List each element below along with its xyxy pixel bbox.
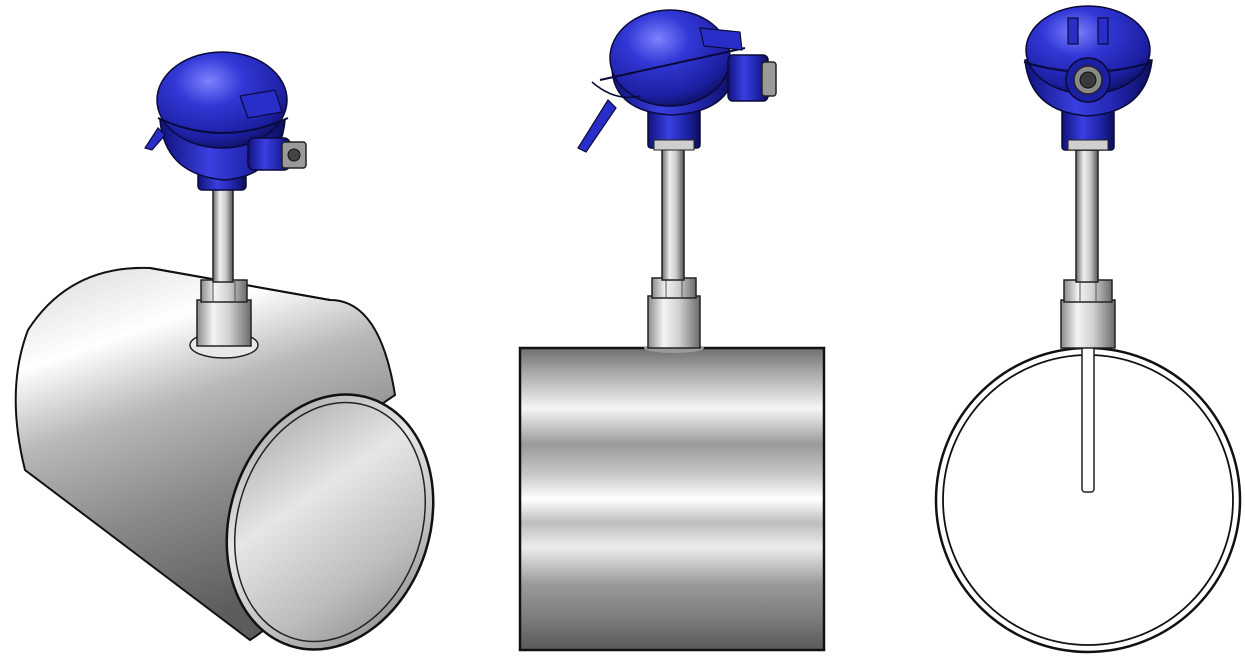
head-dome <box>609 9 731 107</box>
pipe-body <box>518 346 826 652</box>
thermowell-probe <box>1081 345 1095 493</box>
compression-fitting <box>647 295 701 349</box>
compression-fitting <box>196 299 252 347</box>
front-view <box>518 9 826 652</box>
pipe-open-end <box>225 393 435 651</box>
thermowell-stem <box>212 179 234 283</box>
isometric-view <box>14 51 435 651</box>
head-dome <box>156 51 288 149</box>
side-view <box>934 5 1242 654</box>
thermowell-stem <box>1075 149 1099 283</box>
thermowell-stem <box>661 147 685 281</box>
compression-fitting <box>1060 299 1116 349</box>
